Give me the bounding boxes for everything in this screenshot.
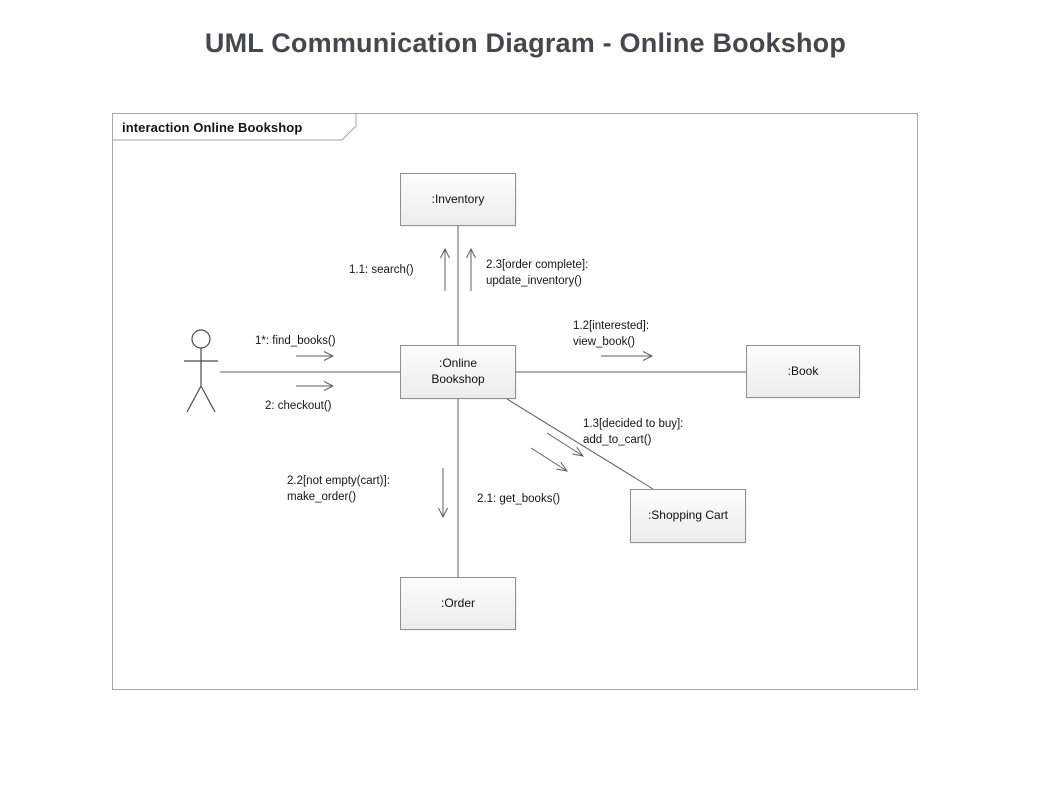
object-online-bookshop: :Online Bookshop [400, 345, 516, 399]
arrow-view-book [601, 351, 654, 361]
arrow-search [440, 247, 450, 291]
object-book-label: :Book [787, 363, 819, 378]
arrow-find-books [296, 351, 335, 361]
message-make-order: 2.2[not empty(cart)]: make_order() [287, 475, 390, 503]
message-get-books: 2.1: get_books() [477, 493, 561, 505]
arrow-add-to-cart [546, 432, 585, 457]
object-inventory: :Inventory [400, 173, 516, 226]
arrow-make-order [438, 468, 448, 519]
page-title: UML Communication Diagram - Online Books… [204, 28, 847, 58]
actor-leg-left [186, 385, 202, 413]
actor-leg-right [200, 385, 216, 413]
object-order: :Order [400, 577, 516, 630]
arrow-checkout [296, 381, 335, 391]
actor-figure [184, 329, 218, 413]
message-search: 1.1: search() [349, 264, 414, 276]
frame-label: interaction Online Bookshop [122, 120, 303, 135]
object-online-bookshop-label: :Online Bookshop [431, 356, 485, 386]
message-update-inventory: 2.3[order complete]: update_inventory() [486, 259, 589, 287]
arrow-update-inventory [466, 247, 476, 291]
message-view-book: 1.2[interested]: view_book() [573, 320, 650, 348]
actor-head [191, 329, 211, 349]
object-shopping-cart: :Shopping Cart [630, 489, 746, 543]
object-book: :Book [746, 345, 860, 398]
object-inventory-label: :Inventory [431, 191, 485, 206]
frame-label-tab [112, 113, 357, 141]
message-add-to-cart: 1.3[decided to buy]: add_to_cart() [583, 418, 684, 446]
link-onlinebookshop-shoppingcart [506, 398, 654, 490]
object-shopping-cart-label: :Shopping Cart [647, 508, 729, 523]
arrow-get-books [530, 447, 569, 472]
message-find-books: 1*: find_books() [255, 335, 336, 347]
object-order-label: :Order [440, 595, 475, 610]
message-checkout: 2: checkout() [265, 400, 332, 412]
